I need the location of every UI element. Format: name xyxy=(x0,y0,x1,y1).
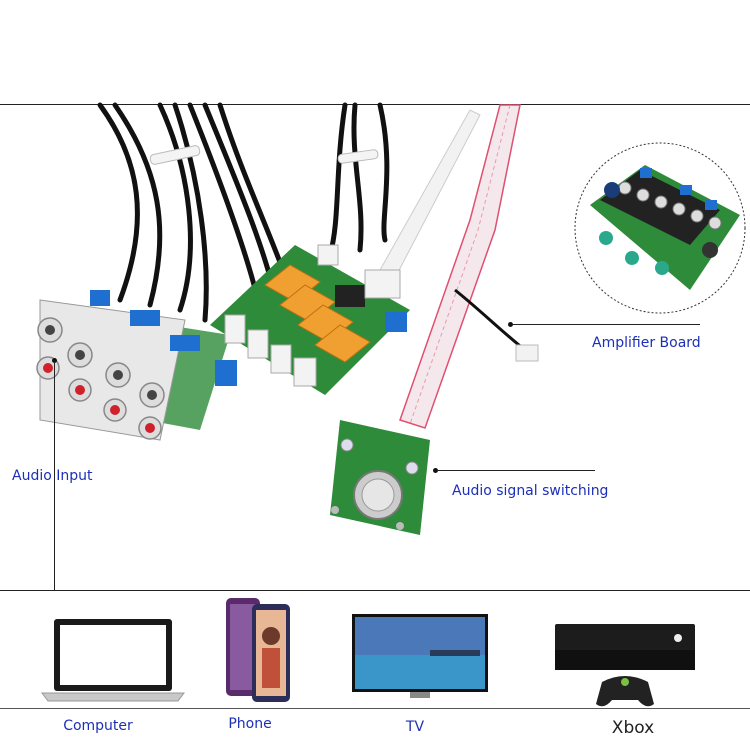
tv-label: TV xyxy=(405,719,425,735)
audio-input-label: Audio Input xyxy=(12,468,93,484)
switching-callout-line xyxy=(437,470,595,471)
product-photo xyxy=(36,102,746,535)
cable-tie xyxy=(149,145,201,165)
bottom-divider xyxy=(0,590,750,591)
phone-label: Phone xyxy=(228,716,272,732)
amplifier-board-label: Amplifier Board xyxy=(592,335,701,351)
cable-tie xyxy=(337,149,379,164)
switch-board xyxy=(330,420,430,535)
xbox-icon xyxy=(555,624,695,707)
tv-icon xyxy=(352,614,488,698)
top-divider xyxy=(0,104,750,105)
amplifier-callout-line xyxy=(512,324,700,325)
switching-callout-dot xyxy=(433,468,438,473)
xbox-label: Xbox xyxy=(611,718,655,738)
audio-switching-label: Audio signal switching xyxy=(452,483,609,499)
phone-icon xyxy=(226,598,290,702)
computer-label: Computer xyxy=(63,718,133,734)
footer-divider xyxy=(0,708,750,709)
audio-input-callout-line xyxy=(54,360,55,590)
ribbon-cable xyxy=(379,104,521,429)
rca-input-board xyxy=(36,290,237,441)
amplifier-inset xyxy=(574,142,746,314)
amplifier-callout-dot xyxy=(508,322,513,327)
laptop-icon xyxy=(41,619,185,702)
relay-board xyxy=(210,244,410,395)
